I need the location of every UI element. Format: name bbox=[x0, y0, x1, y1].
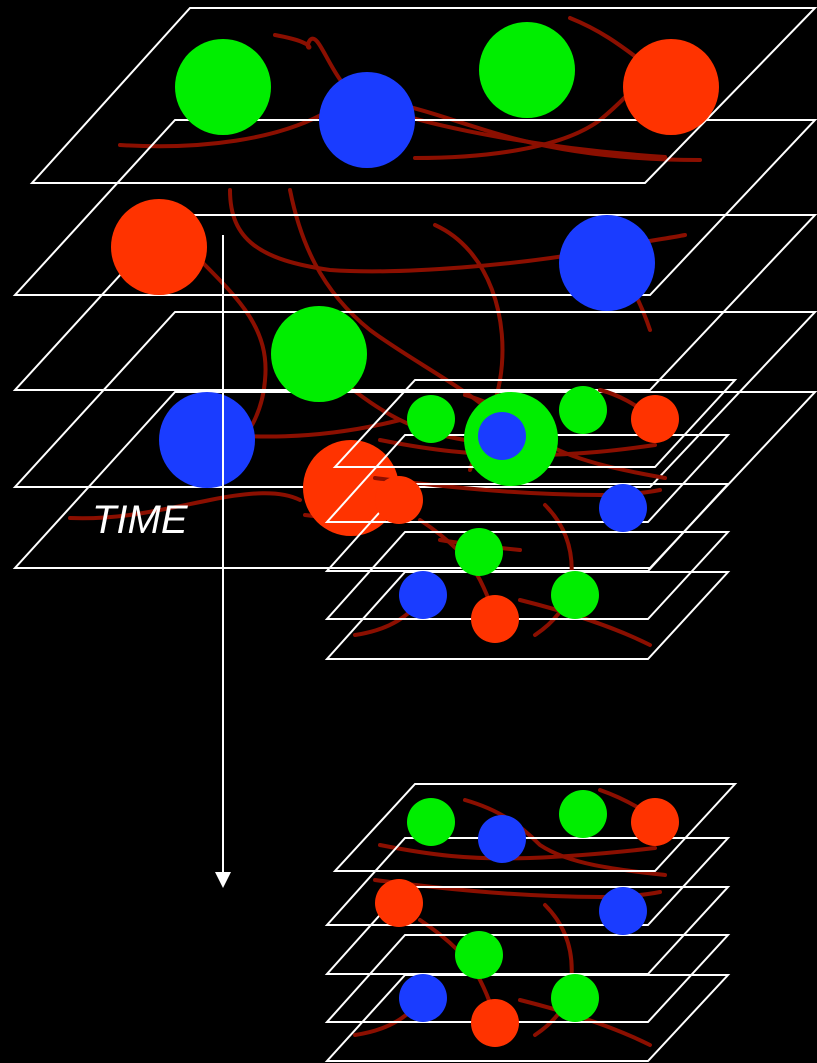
green-node bbox=[559, 386, 607, 434]
green-node bbox=[551, 974, 599, 1022]
medium-stack-nodes bbox=[375, 386, 679, 643]
red-node bbox=[111, 199, 207, 295]
red-node bbox=[623, 39, 719, 135]
red-node bbox=[375, 879, 423, 927]
time-layer-plane bbox=[327, 935, 728, 1022]
red-node bbox=[631, 395, 679, 443]
green-node bbox=[559, 790, 607, 838]
strand bbox=[570, 18, 640, 60]
small-layer-stack bbox=[327, 784, 735, 1061]
red-node bbox=[471, 999, 519, 1047]
green-node bbox=[407, 798, 455, 846]
blue-node bbox=[478, 412, 526, 460]
blue-node bbox=[559, 215, 655, 311]
red-node bbox=[471, 595, 519, 643]
time-layer-plane bbox=[15, 312, 815, 487]
blue-node bbox=[319, 72, 415, 168]
time-layer-plane bbox=[327, 975, 728, 1061]
blue-node bbox=[599, 887, 647, 935]
time-layer-plane bbox=[327, 572, 728, 659]
green-node bbox=[175, 39, 271, 135]
down-arrow-icon bbox=[215, 872, 231, 888]
blue-node bbox=[599, 484, 647, 532]
large-stack-nodes bbox=[111, 22, 719, 536]
green-node bbox=[271, 306, 367, 402]
green-node bbox=[455, 931, 503, 979]
red-node bbox=[631, 798, 679, 846]
green-node bbox=[551, 571, 599, 619]
green-node bbox=[407, 395, 455, 443]
blue-node bbox=[399, 974, 447, 1022]
time-label: TIME bbox=[92, 498, 189, 542]
blue-node bbox=[478, 815, 526, 863]
time-layer-plane bbox=[327, 532, 728, 619]
blue-node bbox=[399, 571, 447, 619]
time-arrow bbox=[215, 235, 231, 888]
red-node bbox=[375, 476, 423, 524]
blue-node bbox=[159, 392, 255, 488]
green-node bbox=[455, 528, 503, 576]
green-node bbox=[479, 22, 575, 118]
